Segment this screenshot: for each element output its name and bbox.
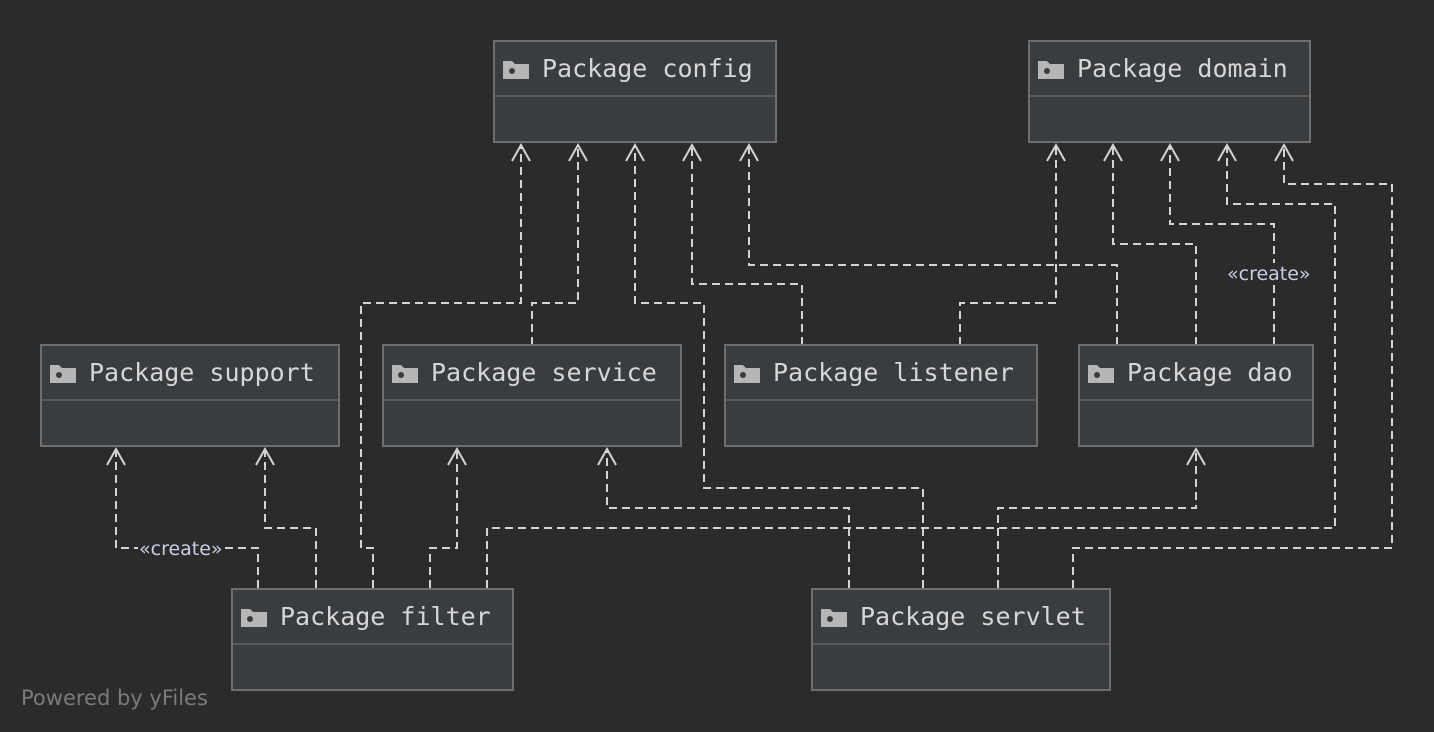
edge-filter-support-create (115, 449, 259, 588)
package-title: Package service (431, 358, 657, 387)
package-header: Package service (384, 346, 680, 401)
package-header: Package support (42, 346, 338, 401)
package-header: Package listener (726, 346, 1036, 401)
package-folder-icon (241, 608, 267, 627)
edge-filter-domain (486, 145, 1336, 588)
package-header: Package dao (1080, 346, 1312, 401)
package-title: Package domain (1077, 54, 1288, 83)
package-config-node[interactable]: Package config (493, 40, 777, 143)
edge-label-create-dao-domain: «create» (1226, 263, 1312, 285)
edge-dao-domain-create (1169, 145, 1275, 345)
edge-servlet-service (606, 449, 850, 588)
package-title: Package dao (1127, 358, 1293, 387)
package-domain-node[interactable]: Package domain (1028, 40, 1311, 143)
edge-filter-support (264, 449, 317, 588)
package-folder-icon (821, 608, 847, 627)
edge-servlet-config (634, 145, 924, 588)
package-folder-icon (50, 364, 76, 383)
package-title: Package config (542, 54, 753, 83)
watermark: Powered by yFiles (21, 686, 208, 710)
package-folder-icon (1088, 364, 1114, 383)
package-title: Package servlet (860, 602, 1086, 631)
edge-servlet-dao (997, 449, 1197, 588)
package-folder-icon (734, 364, 760, 383)
package-servlet-node[interactable]: Package servlet (811, 588, 1111, 691)
edge-label-create-filter-support: «create» (138, 538, 224, 560)
package-listener-node[interactable]: Package listener (724, 344, 1038, 447)
package-header: Package config (495, 42, 775, 97)
edge-dao-config (748, 145, 1118, 345)
edge-dao-domain-1 (1112, 145, 1197, 345)
edge-listener-config (691, 145, 803, 345)
package-service-node[interactable]: Package service (382, 344, 682, 447)
package-title: Package listener (773, 358, 1014, 387)
package-title: Package support (89, 358, 315, 387)
package-header: Package domain (1030, 42, 1309, 97)
package-header: Package servlet (813, 590, 1109, 645)
edge-servlet-domain (1072, 145, 1393, 588)
edge-service-config (531, 145, 579, 345)
package-folder-icon (503, 60, 529, 79)
package-header: Package filter (233, 590, 512, 645)
edge-filter-service (429, 449, 458, 588)
package-folder-icon (392, 364, 418, 383)
package-folder-icon (1038, 60, 1064, 79)
package-support-node[interactable]: Package support (40, 344, 340, 447)
arrowheads (106, 142, 1294, 466)
package-title: Package filter (280, 602, 491, 631)
edge-listener-domain (959, 145, 1057, 345)
package-filter-node[interactable]: Package filter (231, 588, 514, 691)
package-dao-node[interactable]: Package dao (1078, 344, 1314, 447)
edge-filter-config (360, 145, 522, 588)
